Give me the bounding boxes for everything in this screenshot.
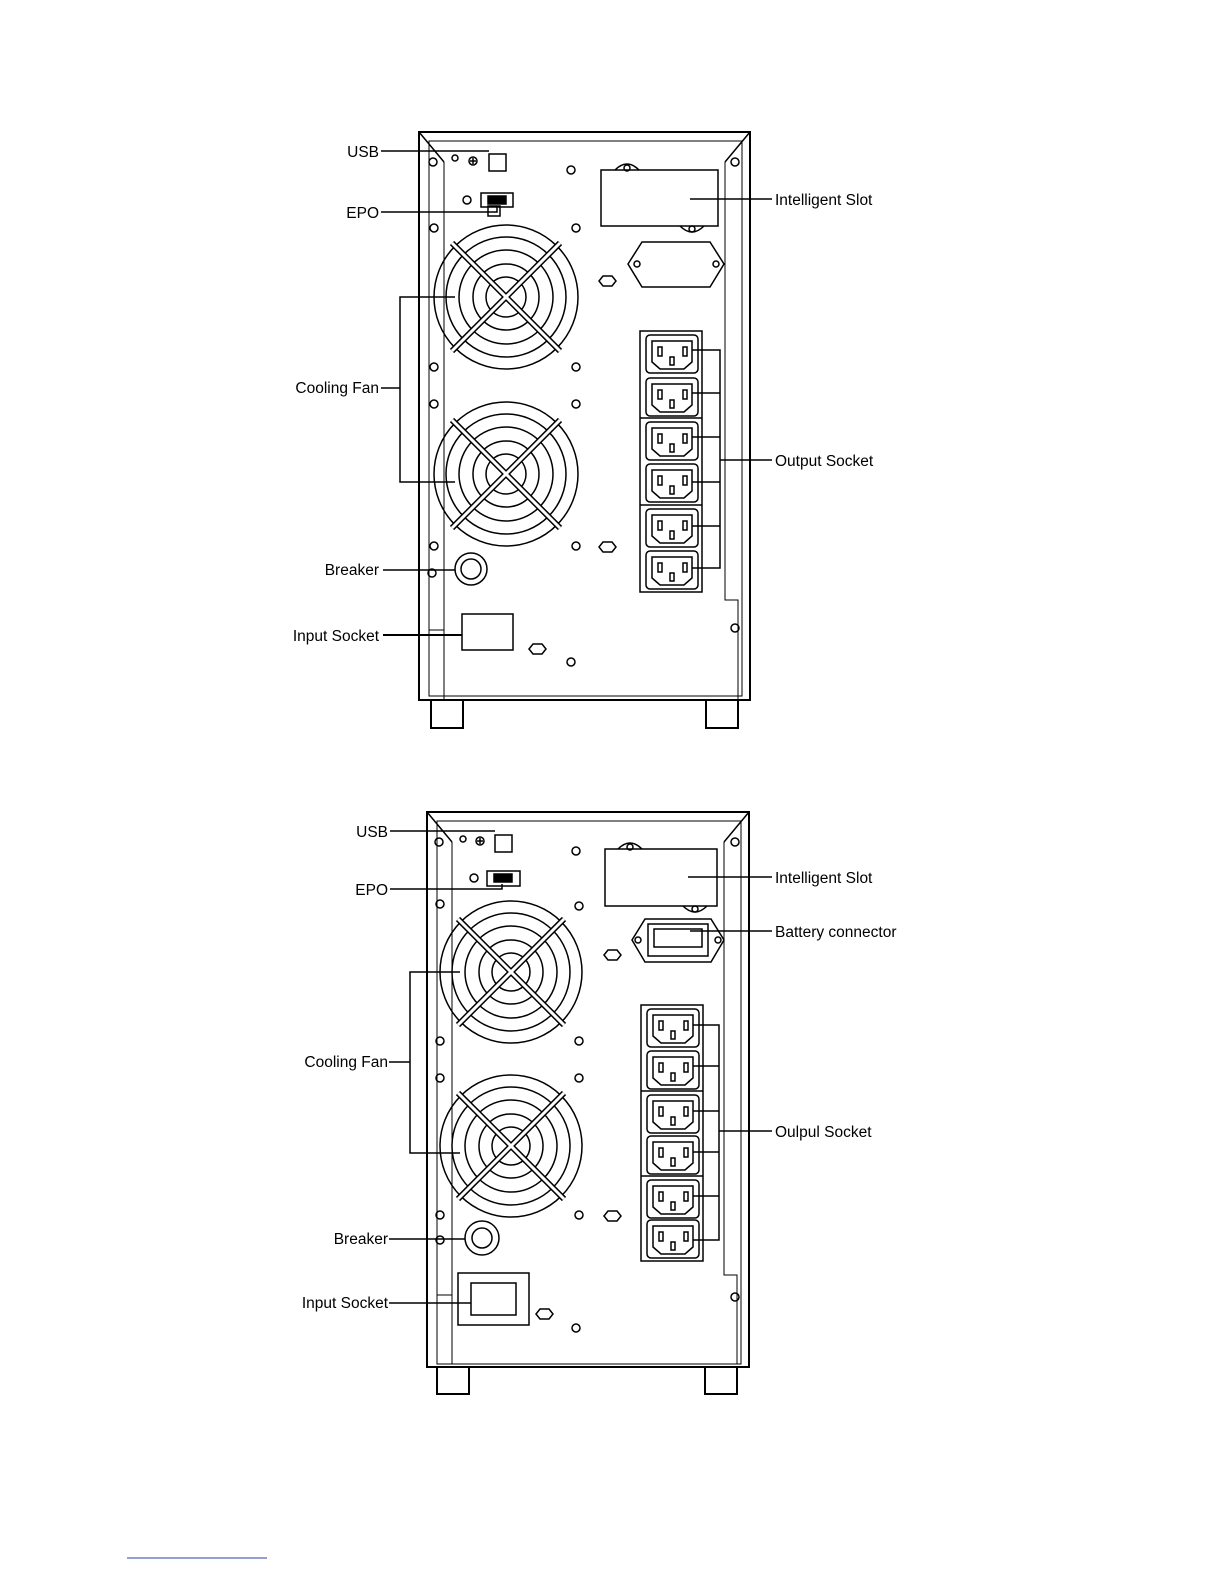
cooling-fan-bottom (434, 402, 578, 546)
label-cooling-fan: Cooling Fan (295, 380, 379, 397)
label-intelligent-slot: Intelligent Slot (775, 870, 873, 887)
label-intelligent-slot: Intelligent Slot (775, 192, 873, 209)
label-usb: USB (347, 144, 379, 161)
breaker (465, 1221, 499, 1255)
cooling-fan-top (440, 901, 582, 1043)
output-socket-6 (646, 551, 698, 589)
label-input-socket: Input Socket (293, 628, 380, 645)
output-socket-group (640, 331, 702, 592)
usb-port (469, 154, 506, 171)
diagram-2: USB EPO Cooling Fan Breaker Input Socket… (302, 812, 897, 1394)
battery-connector (632, 919, 724, 962)
label-cooling-fan: Cooling Fan (304, 1054, 388, 1071)
label-breaker: Breaker (334, 1231, 388, 1248)
intelligent-slot (601, 164, 718, 232)
label-output-socket: Oulpul Socket (775, 1124, 872, 1141)
output-socket-4 (647, 1136, 699, 1174)
cooling-fan-bottom (440, 1075, 582, 1217)
blank-cover-plate (628, 242, 724, 287)
output-socket-group (641, 1005, 703, 1261)
output-socket-4 (646, 464, 698, 502)
label-epo: EPO (346, 205, 379, 222)
cooling-fan-top (434, 225, 578, 369)
output-socket-1 (646, 335, 698, 373)
usb-port (476, 835, 512, 852)
diagram-1: USB EPO Cooling Fan Breaker Input Socket… (293, 132, 874, 728)
output-socket-1 (647, 1009, 699, 1047)
cabinet-feet (431, 700, 738, 728)
output-socket-3 (647, 1095, 699, 1133)
output-socket-6 (647, 1220, 699, 1258)
output-socket-5 (646, 509, 698, 547)
label-epo: EPO (355, 882, 388, 899)
output-socket-5 (647, 1180, 699, 1218)
label-output-socket: Output Socket (775, 453, 874, 470)
ups-cabinet (419, 132, 750, 700)
label-battery-connector: Battery connector (775, 924, 896, 941)
label-breaker: Breaker (325, 562, 379, 579)
output-socket-3 (646, 422, 698, 460)
cabinet-feet (437, 1367, 737, 1394)
input-socket (458, 1273, 529, 1325)
output-socket-2 (647, 1051, 699, 1089)
input-socket (462, 614, 513, 650)
breaker (455, 553, 487, 585)
label-input-socket: Input Socket (302, 1295, 389, 1312)
label-usb: USB (356, 824, 388, 841)
output-socket-2 (646, 378, 698, 416)
epo-terminal (470, 871, 520, 886)
